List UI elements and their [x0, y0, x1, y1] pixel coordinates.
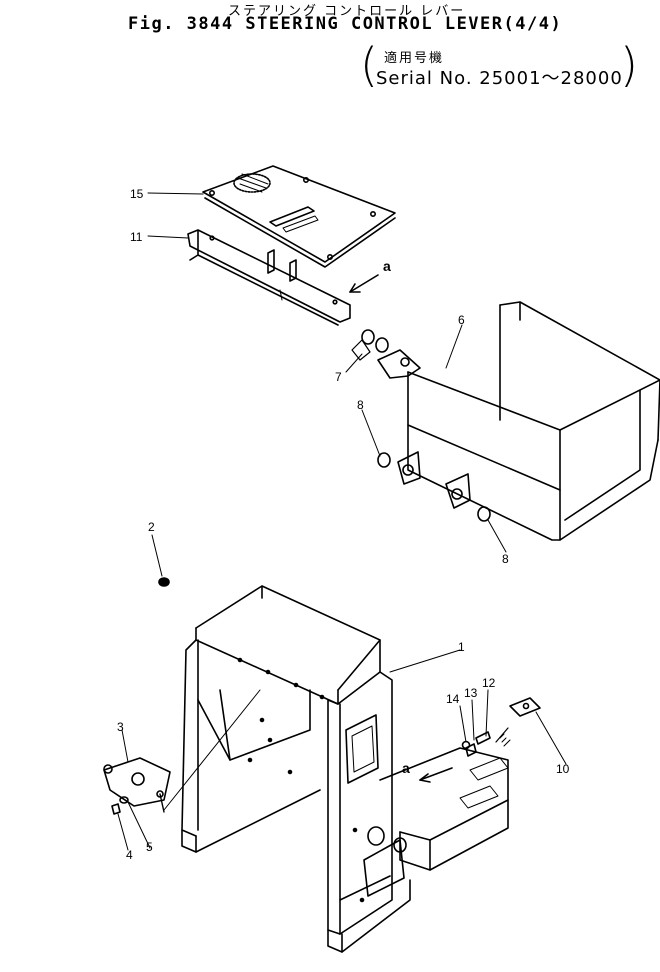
part-1-frame	[181, 585, 509, 953]
callout-8-lower: 8	[502, 552, 509, 566]
serial-close-bracket: )	[620, 38, 638, 92]
callout-2: 2	[148, 520, 155, 534]
part-2-plug	[158, 577, 170, 587]
serial-label-japanese: 適用号機	[384, 51, 445, 66]
figure-title: Fig. 3844 STEERING CONTROL LEVER(4/4)	[128, 14, 563, 34]
callout-1: 1	[458, 640, 465, 654]
title-japanese: ステアリング コントロール レバー	[228, 4, 466, 19]
serial-open-bracket: (	[360, 38, 378, 92]
callout-6: 6	[458, 313, 465, 327]
part-4-bolt	[111, 803, 121, 815]
part-15-cover-plate	[202, 165, 396, 268]
part-8-bushing-upper	[377, 452, 391, 468]
callout-13: 13	[464, 686, 478, 700]
part-6-guard	[377, 301, 660, 541]
part-5-washer	[119, 796, 129, 804]
part-11-bracket	[187, 229, 351, 326]
part-8-bushing-lower	[477, 506, 491, 522]
callout-10: 10	[556, 762, 570, 776]
view-marker-a-upper: a	[383, 258, 391, 274]
callout-3: 3	[117, 720, 124, 734]
part-7-bushings	[351, 329, 389, 361]
view-arrow-lower	[419, 767, 453, 781]
serial-number-range: Serial No. 25001～28000	[376, 68, 623, 89]
callout-4: 4	[126, 848, 133, 862]
view-marker-a-lower: a	[402, 760, 410, 776]
callout-15: 15	[130, 187, 144, 201]
callout-8-upper: 8	[357, 398, 364, 412]
callout-14: 14	[446, 692, 460, 706]
callout-11: 11	[130, 230, 143, 244]
part-3-bracket	[103, 757, 171, 813]
part-10-lever-end	[495, 697, 541, 747]
view-arrow-upper	[349, 274, 379, 293]
leader-lines	[117, 192, 567, 851]
callout-12: 12	[482, 676, 496, 690]
view-arrow-upper-head	[349, 283, 361, 293]
callout-7: 7	[335, 370, 342, 384]
callout-5: 5	[146, 840, 153, 854]
